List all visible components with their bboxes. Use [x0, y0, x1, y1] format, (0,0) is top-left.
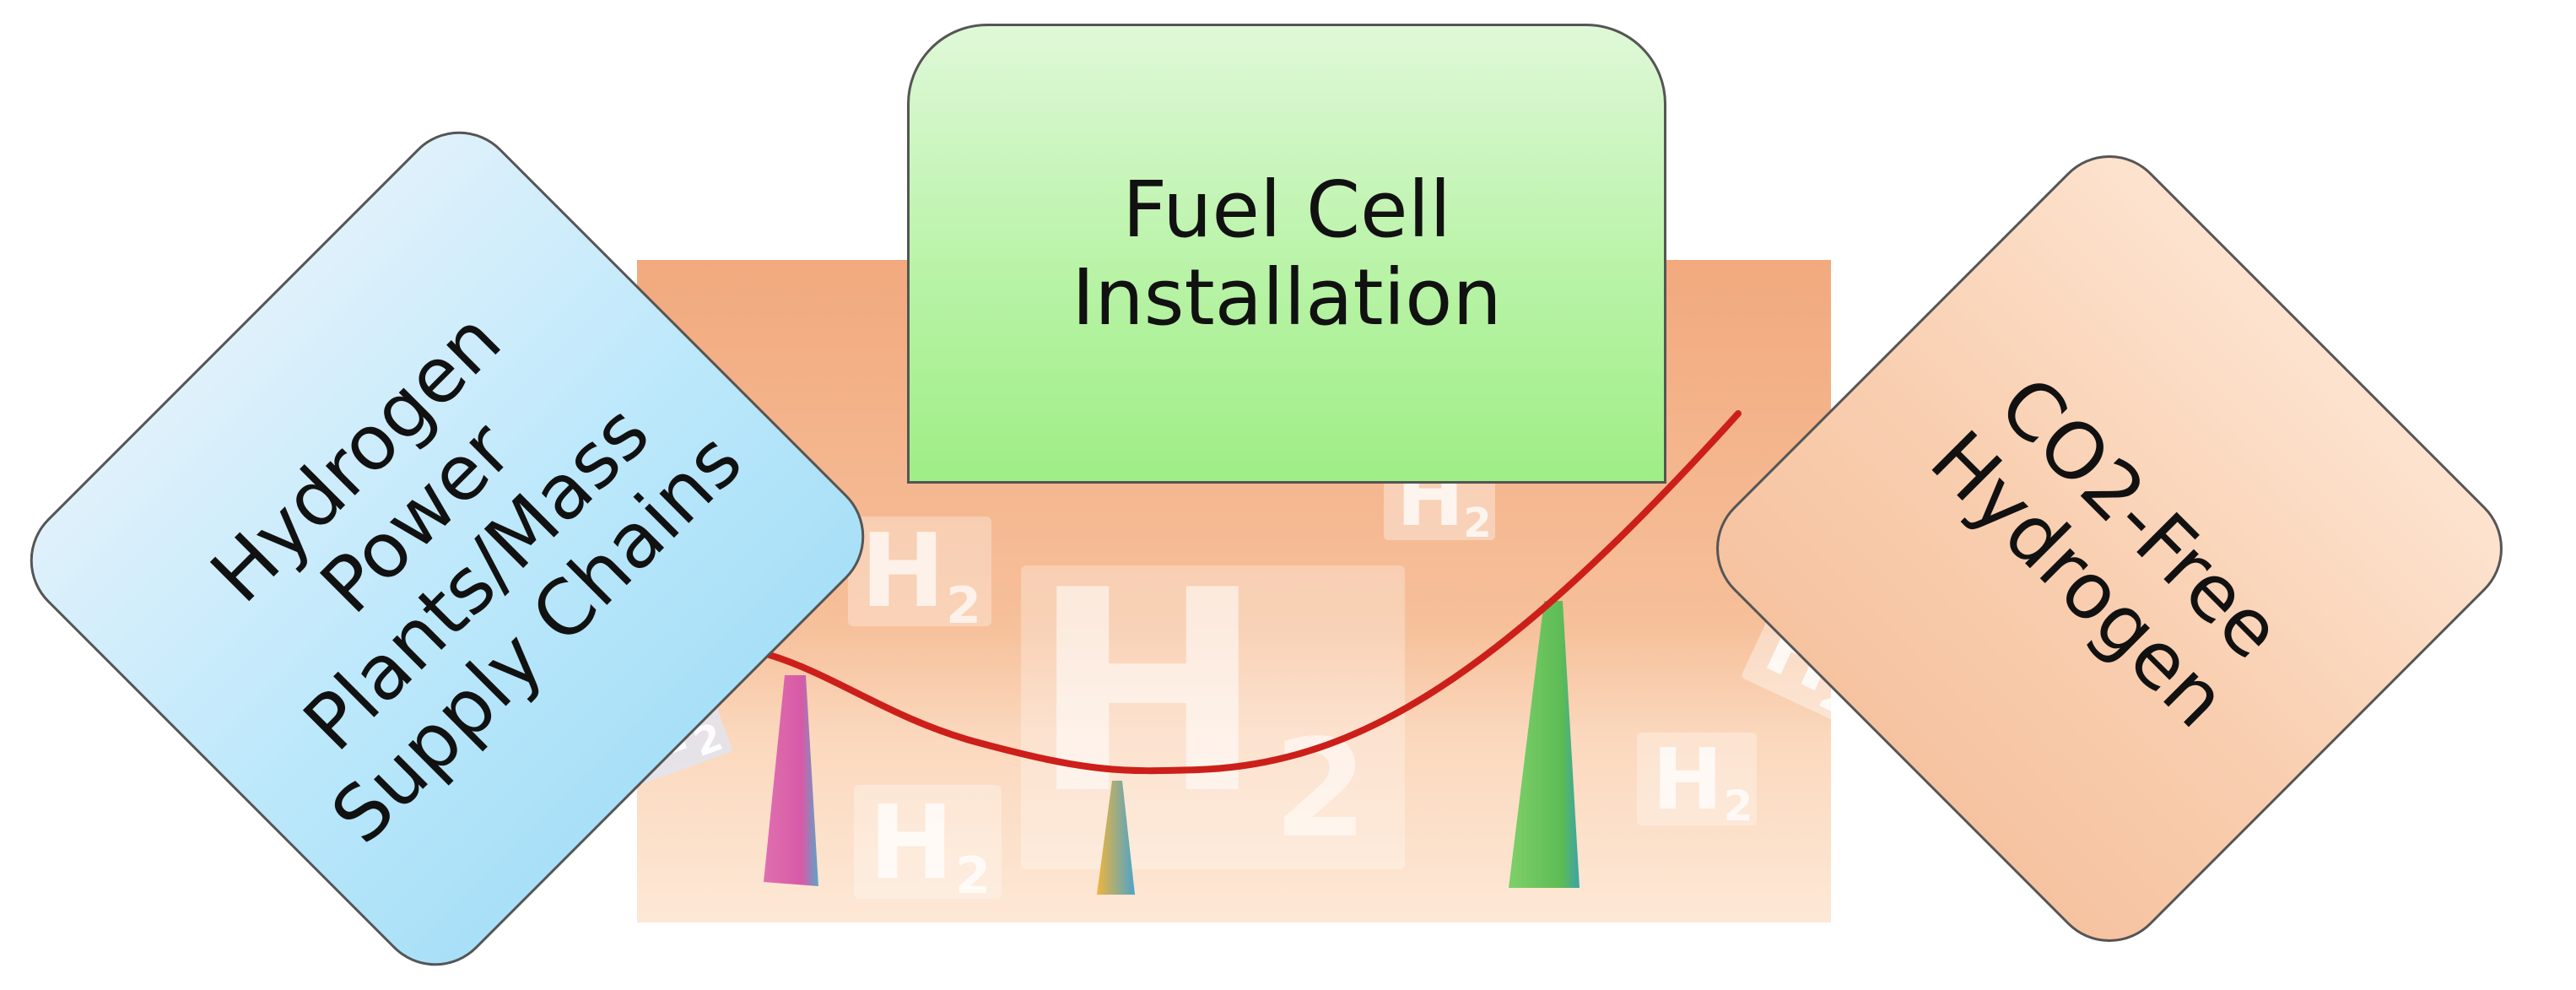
svg-text:H: H	[861, 513, 945, 630]
h2-tile: H 2	[854, 785, 1002, 906]
svg-text:H: H	[1652, 730, 1723, 829]
diagram-stage: H 2 H 2 H 2 H 2 H 2 H 2 H	[5, 24, 2527, 990]
h2-tile: H 2	[1021, 531, 1405, 869]
fuel-cell-installation-label: Fuel Cell Installation	[1072, 165, 1502, 343]
svg-text:2: 2	[955, 847, 991, 906]
green-pillar	[1509, 601, 1580, 888]
svg-text:2: 2	[1724, 782, 1753, 830]
co2-free-hydrogen-label: CO2-Free Hydrogen	[1913, 359, 2299, 745]
h2-tile: H 2	[1637, 730, 1757, 830]
orange-pillar	[1097, 781, 1135, 895]
svg-text:2: 2	[946, 576, 981, 636]
svg-text:2: 2	[1463, 500, 1491, 547]
pink-pillar	[764, 675, 818, 886]
svg-text:H: H	[869, 785, 953, 902]
fuel-cell-installation-box: Fuel Cell Installation	[907, 24, 1666, 484]
h2-tile: H 2	[848, 513, 991, 636]
svg-text:H: H	[1031, 531, 1264, 855]
energy-curve	[663, 410, 1742, 775]
